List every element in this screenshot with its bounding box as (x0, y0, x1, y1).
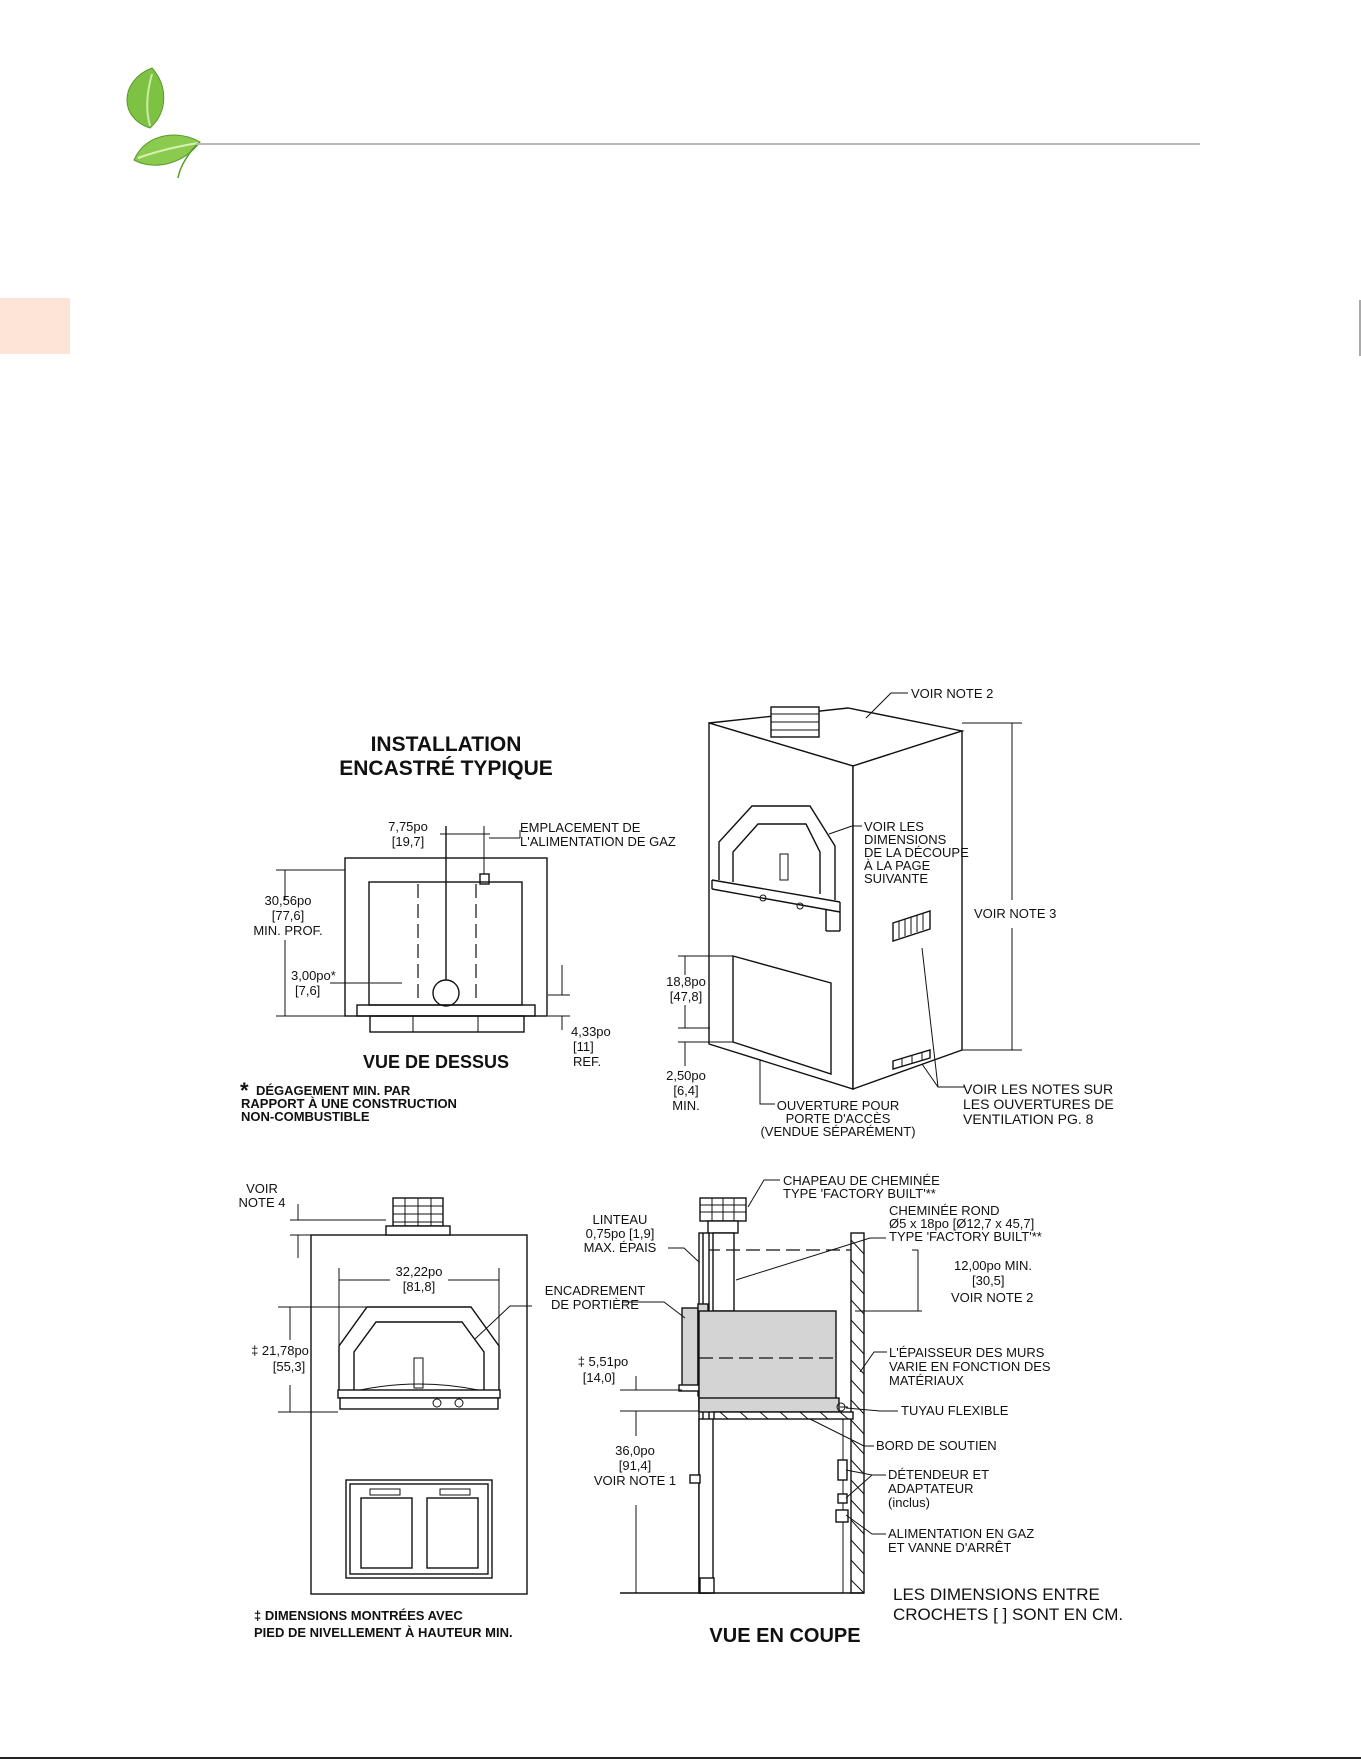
height-551-2: [14,0] (583, 1370, 616, 1385)
height-250-3: MIN. (672, 1098, 699, 1113)
vent-note-2: LES OUVERTURES DE (963, 1096, 1114, 1112)
support-ledge-label: BORD DE SOUTIEN (876, 1438, 997, 1453)
cutout-note-5: SUIVANTE (864, 871, 928, 886)
depth-dim-3: MIN. PROF. (253, 923, 322, 938)
front-width-1: 32,22po (396, 1264, 443, 1279)
wall-thickness-3: MATÉRIAUX (889, 1373, 964, 1388)
door-frame-2: DE PORTIÈRE (551, 1297, 639, 1312)
flex-hose-label: TUYAU FLEXIBLE (901, 1403, 1009, 1418)
clearance-12-1: 12,00po MIN. (954, 1258, 1032, 1273)
regulator-2: ADAPTATEUR (888, 1481, 973, 1496)
wall-thickness-1: L'ÉPAISSEUR DES MURS (889, 1345, 1045, 1360)
lintel-2: 0,75po [1,9] (586, 1226, 655, 1241)
height-360-3: VOIR NOTE 1 (594, 1473, 676, 1488)
cm-note-2: CROCHETS [ ] SONT EN CM. (893, 1605, 1123, 1624)
height-188-2: [47,8] (670, 989, 703, 1004)
height-360-1: 36,0po (615, 1443, 655, 1458)
vent-note-3: VENTILATION PG. 8 (963, 1111, 1094, 1127)
section-view-caption: VUE EN COUPE (709, 1625, 860, 1647)
front-height-2: [55,3] (273, 1359, 306, 1374)
clearance-12-3: VOIR NOTE 2 (951, 1290, 1033, 1305)
vent-note-1: VOIR LES NOTES SUR (963, 1081, 1113, 1097)
front-footnote-1: ‡ DIMENSIONS MONTRÉES AVEC (254, 1608, 463, 1623)
drawing-title-line1: INSTALLATION (371, 733, 522, 756)
front-width-2: [81,8] (403, 1279, 436, 1294)
cm-note-1: LES DIMENSIONS ENTRE (893, 1585, 1100, 1604)
gas-location-label-1: EMPLACEMENT DE (520, 820, 641, 835)
front-footnote-2: PIED DE NIVELLEMENT À HAUTEUR MIN. (254, 1625, 513, 1640)
section-view-drawing (620, 1179, 922, 1594)
front-height-1: ‡ 21,78po (251, 1343, 309, 1358)
gas-supply-2: ET VANNE D'ARRÊT (888, 1540, 1011, 1555)
cutout-note-4: À LA PAGE (864, 858, 931, 873)
cutout-note-1: VOIR LES (864, 819, 924, 834)
side-tab-marker (0, 298, 70, 354)
height-551-1: ‡ 5,51po (578, 1354, 629, 1369)
front-view-drawing (278, 1197, 532, 1595)
chimney-cap-2: TYPE 'FACTORY BUILT'** (783, 1186, 936, 1201)
round-chimney-3: TYPE 'FACTORY BUILT'** (889, 1229, 1042, 1244)
height-250-2: [6,4] (673, 1083, 698, 1098)
depth-dim-1: 30,56po (265, 893, 312, 908)
top-footnote-2: RAPPORT À UNE CONSTRUCTION (241, 1096, 457, 1111)
cutout-note-3: DE LA DÉCOUPE (864, 845, 969, 860)
top-footnote-mark: * (240, 1078, 249, 1103)
clearance-12-2: [30,5] (972, 1273, 1005, 1288)
wall-thickness-2: VARIE EN FONCTION DES (889, 1359, 1051, 1374)
drawing-title-line2: ENCASTRÉ TYPIQUE (339, 757, 553, 780)
top-view-caption: VUE DE DESSUS (363, 1052, 509, 1072)
door-frame-1: ENCADREMENT (545, 1283, 645, 1298)
top-dim-775: 7,75po (388, 819, 428, 834)
regulator-3: (inclus) (888, 1495, 930, 1510)
chimney-cap-1: CHAPEAU DE CHEMINÉE (783, 1173, 940, 1188)
cutout-note-2: DIMENSIONS (864, 832, 947, 847)
gas-location-label-2: L'ALIMENTATION DE GAZ (520, 834, 676, 849)
access-opening-1: OUVERTURE POUR (777, 1098, 900, 1113)
isometric-view-drawing (678, 692, 1022, 1105)
access-opening-3: (VENDUE SÉPARÉMENT) (760, 1124, 915, 1139)
iso-note2: VOIR NOTE 2 (911, 686, 993, 701)
note4-label-2: NOTE 4 (239, 1195, 286, 1210)
top-footnote-1: DÉGAGEMENT MIN. PAR (256, 1083, 411, 1098)
ref-dim-1: 4,33po (571, 1024, 611, 1039)
iso-note3: VOIR NOTE 3 (974, 906, 1056, 921)
clearance-dim-1: 3,00po* (291, 968, 336, 983)
regulator-1: DÉTENDEUR ET (888, 1467, 989, 1482)
note4-label-1: VOIR (246, 1181, 278, 1196)
gas-supply-1: ALIMENTATION EN GAZ (888, 1526, 1034, 1541)
round-chimney-1: CHEMINÉE ROND (889, 1203, 1000, 1218)
leaf-logo-icon (126, 67, 201, 179)
clearance-dim-2: [7,6] (295, 983, 320, 998)
top-footnote-3: NON-COMBUSTIBLE (241, 1109, 370, 1124)
top-dim-197: [19,7] (392, 834, 425, 849)
lintel-3: MAX. ÉPAIS (584, 1240, 657, 1255)
height-360-2: [91,4] (619, 1458, 652, 1473)
lintel-1: LINTEAU (593, 1212, 648, 1227)
ref-dim-3: REF. (573, 1054, 601, 1069)
round-chimney-2: Ø5 x 18po [Ø12,7 x 45,7] (889, 1216, 1034, 1231)
depth-dim-2: [77,6] (272, 908, 305, 923)
access-opening-2: PORTE D'ACCÈS (786, 1111, 891, 1126)
ref-dim-2: [11] (573, 1039, 594, 1054)
height-188-1: 18,8po (666, 974, 706, 989)
height-250-1: 2,50po (666, 1068, 706, 1083)
top-view-drawing (276, 826, 570, 1033)
